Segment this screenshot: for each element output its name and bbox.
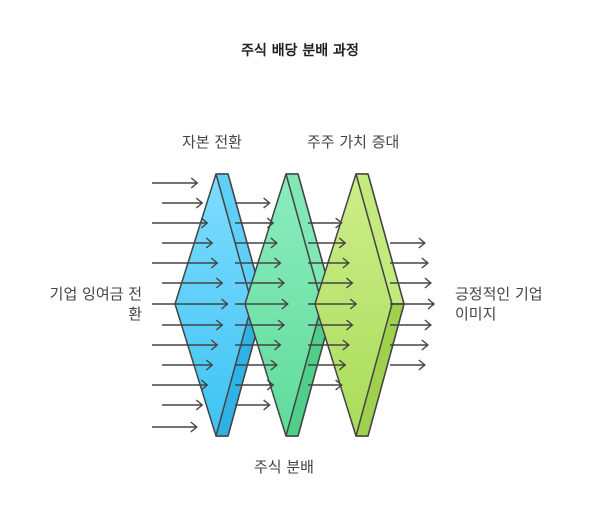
output-arrow (390, 359, 426, 371)
output-arrow (390, 237, 426, 249)
input-arrow (162, 237, 214, 249)
label-input: 기업 잉여금 전 환 (32, 284, 142, 324)
diagram-title: 주식 배당 분배 과정 (241, 43, 359, 59)
label-output: 긍정적인 기업 이미지 (455, 284, 543, 324)
mid-arrow-2 (308, 277, 354, 289)
mid-arrow-2 (308, 257, 350, 269)
input-arrow (152, 421, 198, 433)
input-arrow (152, 217, 209, 229)
input-arrow (162, 277, 224, 289)
input-arrow (152, 257, 219, 269)
mid-arrow-2 (308, 339, 350, 351)
mid-arrow-2 (308, 379, 343, 391)
mid-arrow-1 (235, 257, 282, 269)
mid-arrow-1 (235, 197, 271, 209)
flow-arrows (152, 177, 436, 433)
output-arrow (390, 257, 429, 269)
input-arrow (162, 359, 214, 371)
mid-arrow-1 (235, 339, 282, 351)
output-arrow (390, 319, 432, 331)
input-arrow (152, 177, 199, 189)
input-arrow (162, 319, 224, 331)
input-arrow (152, 298, 229, 310)
output-arrow (390, 277, 432, 289)
mid-arrow-2 (308, 359, 347, 371)
label-input-line1: 기업 잉여금 전 (49, 285, 142, 303)
mid-arrow-1 (235, 237, 278, 249)
label-stock-distribution: 주식 분배 (254, 458, 314, 476)
label-shareholder-value: 주주 가치 증대 (307, 133, 400, 151)
output-arrow (390, 298, 436, 310)
label-capital-conversion: 자본 전환 (182, 133, 242, 151)
panel-shareholder-value (314, 173, 405, 437)
input-arrow (152, 379, 209, 391)
mid-arrow-2 (308, 217, 343, 229)
label-output-line2: 이미지 (455, 305, 497, 323)
mid-arrow-1 (235, 298, 289, 310)
mid-arrow-1 (235, 319, 286, 331)
mid-arrow-1 (235, 277, 286, 289)
mid-arrow-1 (235, 217, 275, 229)
output-arrow (390, 339, 429, 351)
input-arrow (162, 197, 204, 209)
label-input-line2: 환 (128, 305, 142, 323)
mid-arrow-1 (235, 379, 275, 391)
input-arrow (162, 399, 204, 411)
mid-arrow-2 (308, 237, 347, 249)
mid-arrow-1 (235, 359, 278, 371)
mid-arrow-1 (235, 399, 271, 411)
panel-capital-conversion (174, 173, 265, 437)
mid-arrow-2 (308, 298, 358, 310)
label-output-line1: 긍정적인 기업 (455, 285, 543, 303)
input-arrow (152, 339, 219, 351)
mid-arrow-2 (308, 319, 354, 331)
